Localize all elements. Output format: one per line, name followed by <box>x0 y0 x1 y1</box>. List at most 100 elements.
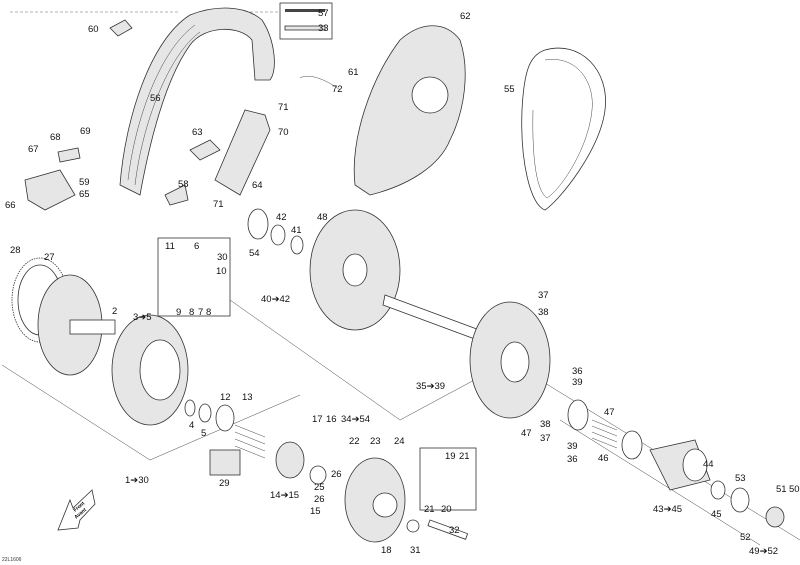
callout[interactable]: 20 <box>441 504 452 515</box>
callout[interactable]: 33 <box>318 23 329 34</box>
spring-46 <box>591 419 618 449</box>
callout[interactable]: 72 <box>332 84 343 95</box>
callout[interactable]: 37 <box>538 290 549 301</box>
callout[interactable]: 70 <box>278 127 289 138</box>
cover-56 <box>119 7 275 196</box>
callout[interactable]: 6 <box>194 241 200 252</box>
callout[interactable]: 69 <box>80 126 91 137</box>
callout[interactable]: 27 <box>44 252 55 263</box>
callout[interactable]: 34➔54 <box>341 414 371 425</box>
callout[interactable]: 26 <box>314 494 325 505</box>
callout[interactable]: 42 <box>276 212 287 223</box>
callout[interactable]: 39 <box>567 441 578 452</box>
washer-5 <box>198 403 212 423</box>
callout[interactable]: 43➔45 <box>653 504 683 515</box>
callout[interactable]: 7 <box>198 307 204 318</box>
callout[interactable]: 61 <box>348 67 359 78</box>
cover-61 <box>353 25 466 196</box>
callout[interactable]: 57 <box>318 8 329 19</box>
sheave-3-5-hub <box>139 339 181 401</box>
callout[interactable]: 16 <box>326 414 337 425</box>
callout[interactable]: 30 <box>217 252 228 263</box>
bracket-70 <box>214 109 271 196</box>
ring-42 <box>270 224 286 246</box>
callout[interactable]: 55 <box>504 84 515 95</box>
callout[interactable]: 22 <box>349 436 360 447</box>
assembly-line-1-30 <box>1 364 301 461</box>
callout[interactable]: 68 <box>50 132 61 143</box>
callout[interactable]: 65 <box>79 189 90 200</box>
callout[interactable]: 48 <box>317 212 328 223</box>
callout[interactable]: 36 <box>572 366 583 377</box>
callout[interactable]: 45 <box>711 509 722 520</box>
washer-12 <box>215 404 235 432</box>
callout[interactable]: 4 <box>189 420 195 431</box>
callout[interactable]: 19 <box>445 451 456 462</box>
callout[interactable]: 15 <box>310 506 321 517</box>
callout[interactable]: 14➔15 <box>270 490 300 501</box>
callout[interactable]: 66 <box>5 200 16 211</box>
callout[interactable]: 5 <box>201 428 207 439</box>
callout[interactable]: 39 <box>572 377 583 388</box>
cover-18-hub <box>372 492 398 518</box>
callout[interactable]: 28 <box>10 245 21 256</box>
callout[interactable]: 58 <box>178 179 189 190</box>
callout[interactable]: 32 <box>449 525 460 536</box>
callout[interactable]: 10 <box>216 266 227 277</box>
label-33 <box>284 25 326 31</box>
callout[interactable]: 1➔30 <box>125 475 149 486</box>
washer-53 <box>730 487 750 513</box>
callout[interactable]: 23 <box>370 436 381 447</box>
callout[interactable]: 37 <box>540 433 551 444</box>
bracket-65 <box>24 169 76 211</box>
callout[interactable]: 54 <box>249 248 260 259</box>
detail-box-6-11 <box>157 237 231 317</box>
callout[interactable]: 12 <box>220 392 231 403</box>
callout[interactable]: 71 <box>213 199 224 210</box>
callout[interactable]: 51 <box>776 484 787 495</box>
callout[interactable]: 47 <box>604 407 615 418</box>
callout[interactable]: 25 <box>314 482 325 493</box>
callout[interactable]: 62 <box>460 11 471 22</box>
callout[interactable]: 60 <box>88 24 99 35</box>
drive-belt-inner <box>532 59 593 199</box>
callout[interactable]: 9 <box>176 307 182 318</box>
callout[interactable]: 67 <box>28 144 39 155</box>
callout[interactable]: 21 <box>424 504 435 515</box>
callout[interactable]: 47 <box>521 428 532 439</box>
callout[interactable]: 31 <box>410 545 421 556</box>
callout[interactable]: 41 <box>291 225 302 236</box>
part-60 <box>109 19 133 37</box>
callout[interactable]: 2 <box>112 306 118 317</box>
callout[interactable]: 53 <box>735 473 746 484</box>
roller-15 <box>309 465 327 485</box>
washer-31 <box>406 519 420 533</box>
callout[interactable]: 38 <box>538 307 549 318</box>
callout[interactable]: 17 <box>312 414 323 425</box>
callout[interactable]: 64 <box>252 180 263 191</box>
callout[interactable]: 3➔5 <box>133 312 152 323</box>
callout[interactable]: 49➔52 <box>749 546 779 557</box>
callout[interactable]: 8 <box>206 307 212 318</box>
callout[interactable]: 36 <box>567 454 578 465</box>
callout[interactable]: 21 <box>459 451 470 462</box>
callout[interactable]: 18 <box>381 545 392 556</box>
callout[interactable]: 29 <box>219 478 230 489</box>
callout[interactable]: 50 <box>789 484 800 495</box>
callout[interactable]: 46 <box>598 453 609 464</box>
callout[interactable]: 38 <box>540 419 551 430</box>
callout[interactable]: 24 <box>394 436 405 447</box>
callout[interactable]: 11 <box>165 241 175 252</box>
callout[interactable]: 52 <box>740 532 751 543</box>
callout[interactable]: 40➔42 <box>261 294 291 305</box>
callout[interactable]: 13 <box>242 392 253 403</box>
callout[interactable]: 63 <box>192 127 203 138</box>
callout[interactable]: 26 <box>331 469 342 480</box>
callout[interactable]: 56 <box>150 93 161 104</box>
callout[interactable]: 8 <box>189 307 195 318</box>
callout[interactable]: 71 <box>278 102 289 113</box>
callout[interactable]: 59 <box>79 177 90 188</box>
callout[interactable]: 35➔39 <box>416 381 446 392</box>
callout[interactable]: 44 <box>703 459 714 470</box>
